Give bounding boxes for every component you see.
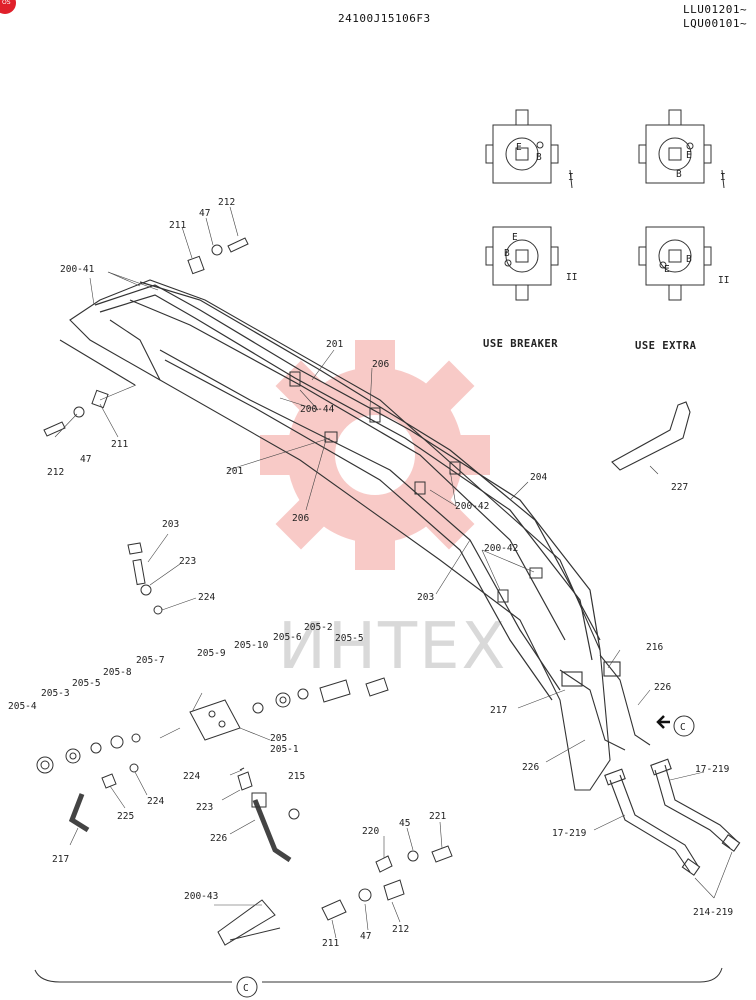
view-marker-i-extra: I [720,172,726,183]
valve-view-labels: E B E B E B B E I I II II USE BREAKER US… [483,142,729,352]
svg-text:E: E [516,142,522,153]
callout-205-7: 205-7 [136,655,165,666]
svg-text:B: B [536,152,542,163]
callout-224: 224 [198,592,215,603]
callout-45: 45 [399,818,410,829]
callout-labels: 212 47 211 200-41 212 47 211 201 201 206… [8,197,733,949]
boom-outline [59,279,611,791]
callout-223: 223 [196,802,213,813]
callout-205-9: 205-9 [197,648,226,659]
callout-17-219: 17-219 [552,828,587,839]
arrow-left-icon [656,715,670,729]
callout-206: 206 [372,359,389,370]
callout-220: 220 [362,826,379,837]
pipe-lines [94,281,601,701]
callout-211: 211 [169,220,186,231]
detail-c-bracket [34,967,723,983]
serial-range-1: LLU01201~ [683,3,748,16]
leader-lines [54,206,733,939]
callout-201: 201 [226,466,243,477]
callout-212: 212 [47,467,64,478]
svg-text:C: C [243,983,249,994]
view-marker-ii-breaker: II [566,272,577,283]
hex-wrench-icon [611,401,691,471]
detail-c-bracket-marker [236,976,258,998]
callout-47: 47 [199,208,210,219]
callout-205-3: 205-3 [41,688,70,699]
callout-201: 201 [326,339,343,350]
fitting-parts [43,237,543,615]
callout-217: 217 [52,854,69,865]
callout-226: 226 [654,682,671,693]
callout-221: 221 [429,811,446,822]
callout-226: 226 [522,762,539,773]
hose-assemblies [559,654,741,876]
callout-205-1: 205-1 [270,744,299,755]
callout-47: 47 [80,454,91,465]
callout-205-5: 205-5 [335,633,364,644]
callout-216: 216 [646,642,663,653]
view-marker-i-breaker: I [568,172,574,183]
callout-203: 203 [162,519,179,530]
callout-205-10: 205-10 [234,640,269,651]
callout-223: 223 [179,556,196,567]
callout-205: 205 [270,733,287,744]
callout-227: 227 [671,482,688,493]
callout-205-8: 205-8 [103,667,132,678]
callout-225: 225 [117,811,134,822]
callout-200-43: 200-43 [184,891,218,902]
callout-217: 217 [490,705,507,716]
valve-views [485,109,725,301]
callout-212: 212 [392,924,409,935]
callout-17-219: 17-219 [695,764,730,775]
callout-215: 215 [288,771,305,782]
svg-text:B: B [504,248,510,259]
callout-214-219: 214-219 [693,907,733,918]
logo-badge: OS [0,0,16,14]
callout-205-4: 205-4 [8,701,37,712]
callout-204: 204 [530,472,547,483]
callout-200-42: 200-42 [484,543,518,554]
part-number: 24100J15106F3 [338,12,431,25]
callout-47: 47 [360,931,371,942]
svg-text:E: E [664,264,670,275]
callout-200-41: 200-41 [60,264,95,275]
serial-range-2: LQU00101~ [683,17,748,30]
svg-text:B: B [676,169,682,180]
svg-text:C: C [680,722,686,733]
callout-200-44: 200-44 [300,404,335,415]
detail-c-marker [673,715,695,737]
clamp-assemblies [217,845,453,946]
svg-text:E: E [686,150,692,161]
callout-203: 203 [417,592,434,603]
svg-text:E: E [512,232,518,243]
valve-view-breaker-ii [485,226,559,301]
caption-use-breaker: USE BREAKER [483,338,558,350]
callout-224: 224 [183,771,200,782]
callout-205-2: 205-2 [304,622,333,633]
callout-226: 226 [210,833,227,844]
watermark-text: ИНТЕХ [278,610,507,684]
callout-206: 206 [292,513,309,524]
callout-205-5: 205-5 [72,678,101,689]
valve-view-breaker-i [485,109,559,184]
callout-224: 224 [147,796,164,807]
caption-use-extra: USE EXTRA [635,340,697,352]
callout-211: 211 [322,938,339,949]
valve-view-extra-i [638,109,712,184]
view-marker-ii-extra: II [718,275,729,286]
valve-view-extra-ii [638,226,712,301]
callout-205-6: 205-6 [273,632,302,643]
callout-212: 212 [218,197,235,208]
callout-211: 211 [111,439,128,450]
svg-text:B: B [686,254,692,265]
callout-200-42: 200-42 [455,501,489,512]
